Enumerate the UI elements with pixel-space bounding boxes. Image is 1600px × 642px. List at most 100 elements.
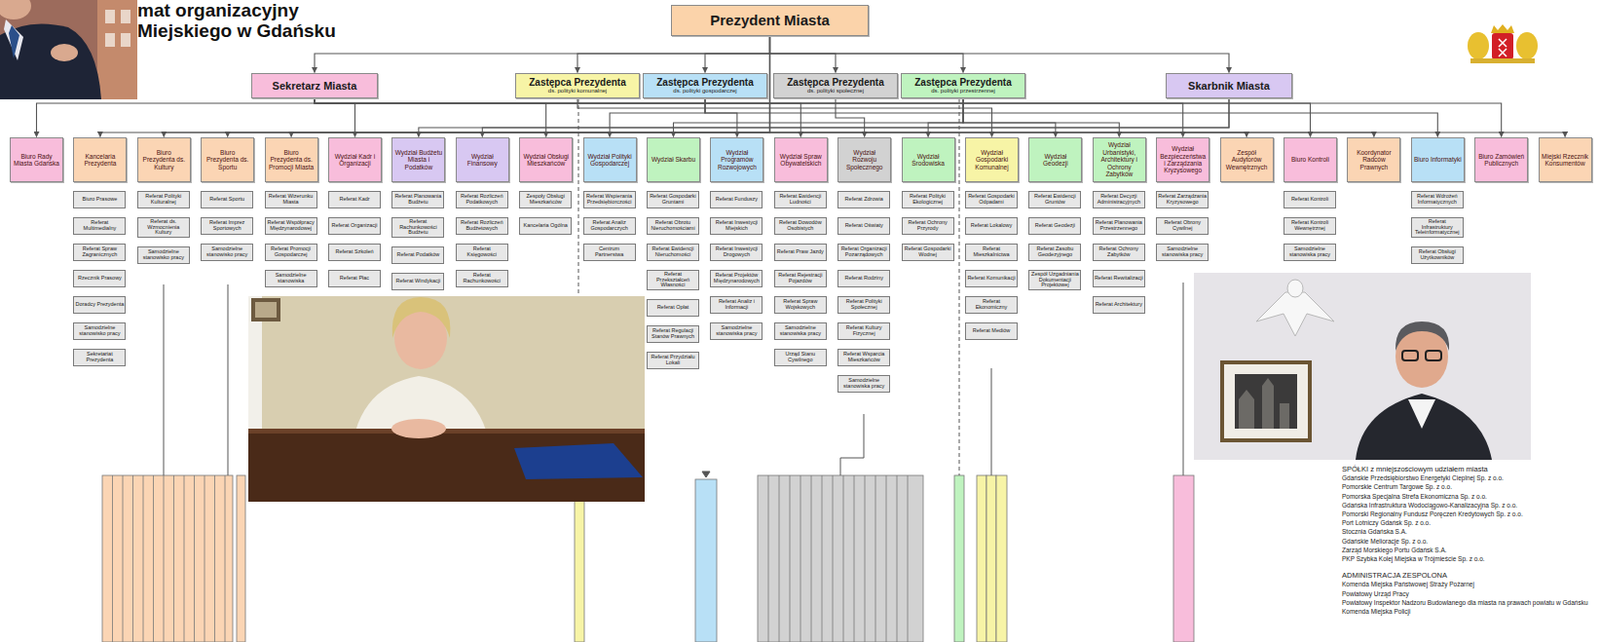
node-label: ds. polityki komunalnej [519,87,636,95]
unit-box: Referat Podatków [391,246,445,264]
node-label: Referat Polityki Ekologicznej [903,193,953,206]
node-label: Wydział Programów Rozwojowych [712,148,761,171]
node-label: Referat Kontroli [1285,196,1335,203]
bottom-strips-part-part [843,475,845,642]
unit-box: Samodzielne stanowisko pracy [200,243,254,261]
unit-box: Referat Gospodarki Gruntami [646,190,700,209]
bottom-strips [102,98,1194,642]
node-label: ds. polityki przestrzennej [904,87,1022,95]
node-label: Sekretariat Prezydenta [74,351,124,364]
department-box: Wydział Spraw Obywatelskich [774,137,828,183]
officer-box: Sekretarz Miasta [251,73,378,99]
node-label: Samodzielne stanowisko pracy [202,246,252,259]
portrait-photo-part [97,0,138,100]
department-box: Wydział Geodezji [1028,137,1082,183]
department-box: Wydział Urbanistyki, Architektury i Ochr… [1092,137,1147,183]
unit-box: Referat Gospodarki Odpadami [965,190,1018,209]
photo-man-part [1234,373,1298,429]
unit-box: Referat Rejestracji Pojazdów [774,269,827,288]
node-label: Kancelaria Ogólna [520,223,570,229]
reporting-line [770,36,1566,138]
coat-of-arms-part [1490,24,1515,34]
notes-item: Pomorska Specjalna Strefa Ekonomiczna Sp… [1341,491,1594,501]
coat-of-arms [1467,24,1538,64]
node-label: Referat Ochrony Przyrody [903,220,953,232]
bottom-strips-part-part [236,475,246,642]
unit-box: Referat Księgowości [455,243,509,261]
bottom-strips-part-part [695,479,717,642]
bottom-strips-part-part [789,475,791,642]
node-label: Referat Organizacji [330,223,379,229]
node-label: Zastępca Prezydenta [519,76,636,88]
notes-item: Stocznia Gdańska S.A. [1341,526,1594,536]
bottom-strips-part-part [143,475,145,642]
node-label: Samodzielne stanowiska pracy [1285,246,1335,259]
department-box: Wydział Rozwoju Społecznego [837,137,892,183]
node-label: Referat Oświaty [839,223,889,229]
photo-man-part [1402,350,1418,361]
node-label: Referat Zdrowia [839,196,889,203]
unit-box: Referat Gospodarki Wodnej [901,243,955,261]
bottom-strips-part-part [227,284,229,476]
reporting-line [770,36,1375,138]
unit-box: Referat Zdrowia [837,190,891,209]
unit-box: Referat Rodziny [837,269,891,288]
node-label: Kancelaria Prezydenta [75,152,124,168]
bottom-strips-part-part [986,475,997,642]
node-label: Samodzielne stanowiska pracy [1157,246,1207,259]
node-label: Samodzielne stanowiska pracy [776,325,825,337]
portrait-photo [0,0,138,100]
unit-box: Referat Projektów Międzynarodowych [709,269,763,288]
node-label: Referat Rozliczeń Budżetowych [457,220,507,232]
unit-box: Referat Wsparcia Mieszkańców [837,348,891,367]
unit-box: Referat Obrotu Nieruchomościami [646,217,700,235]
node-label: Wydział Rozwoju Społecznego [840,148,889,171]
node-label: Referat Wsparcia Mieszkańców [839,351,889,364]
unit-box: Referat Spraw Zagranicznych [73,243,126,261]
reporting-line [705,36,771,74]
node-label: Referat Multimedialny [74,220,124,232]
department-box: Biuro Zamówień Publicznych [1474,137,1528,183]
notes-item: Gdańska Infrastruktura Wodociągowo-Kanal… [1341,500,1594,510]
unit-box: Referat Polityki Społecznej [837,296,891,314]
bottom-strips-part-part [184,475,186,642]
node-label: Zespół Uzgadniania Dokumentacji Projekto… [1030,271,1080,289]
reporting-line [577,36,771,74]
unit-box: Biuro Prasowe [73,190,126,209]
bottom-strips-part-part [996,475,1007,642]
unit-box: Referat Ewidencji Gruntów [1028,190,1081,209]
photo-woman-part [248,428,645,502]
coat-of-arms-part [1498,38,1507,57]
node-label: Referat Promocji Gospodarczej [266,246,316,259]
node-label: Referat Współpracy Międzynarodowej [266,220,316,232]
department-box: Biuro Rady Miasta Gdańska [9,137,64,183]
node-label: Referat Planowania Przestrzennego [1094,220,1144,232]
unit-box: Referat Oświaty [837,217,891,235]
reporting-line [314,98,1311,138]
reporting-line [963,98,1056,138]
unit-box: Referat Ochrony Zabytków [1092,243,1146,261]
node-label: Referat Szkoleń [330,249,379,256]
photo-man-part [1238,377,1290,429]
deputy-box: Zastępca Prezydentads. polityki gospodar… [642,73,768,99]
portrait-photo-part [8,25,20,59]
unit-box: Referat Przydziału Lokali [646,351,700,370]
node-label: Referat Regulacji Stanów Prawnych [648,328,698,340]
node-label: Referat Ewidencji Nieruchomości [648,246,698,259]
bottom-strips-part-part [959,98,961,476]
reporting-line [314,98,547,138]
reporting-line [314,98,801,138]
node-label: Referat Kontroli Wewnętrznej [1285,220,1335,232]
department-box: Wydział Finansowy [455,137,510,183]
bottom-strips-part-part [132,475,134,642]
unit-box: Referat Przekształceń Własności [646,269,700,291]
unit-box: Referat Spraw Wojskowych [774,296,827,314]
coat-of-arms-part [1491,33,1514,60]
notes-heading: ADMINISTRACJA ZESPOLONA [1341,570,1594,580]
reporting-line [314,98,356,138]
node-label: Referat Obsługi Użytkowników [1413,249,1462,261]
coat-of-arms-part [1516,32,1538,60]
unit-box: Referat Rozliczeń Budżetowych [455,217,509,235]
reporting-line [770,36,965,74]
portrait-photo-part [50,43,78,62]
